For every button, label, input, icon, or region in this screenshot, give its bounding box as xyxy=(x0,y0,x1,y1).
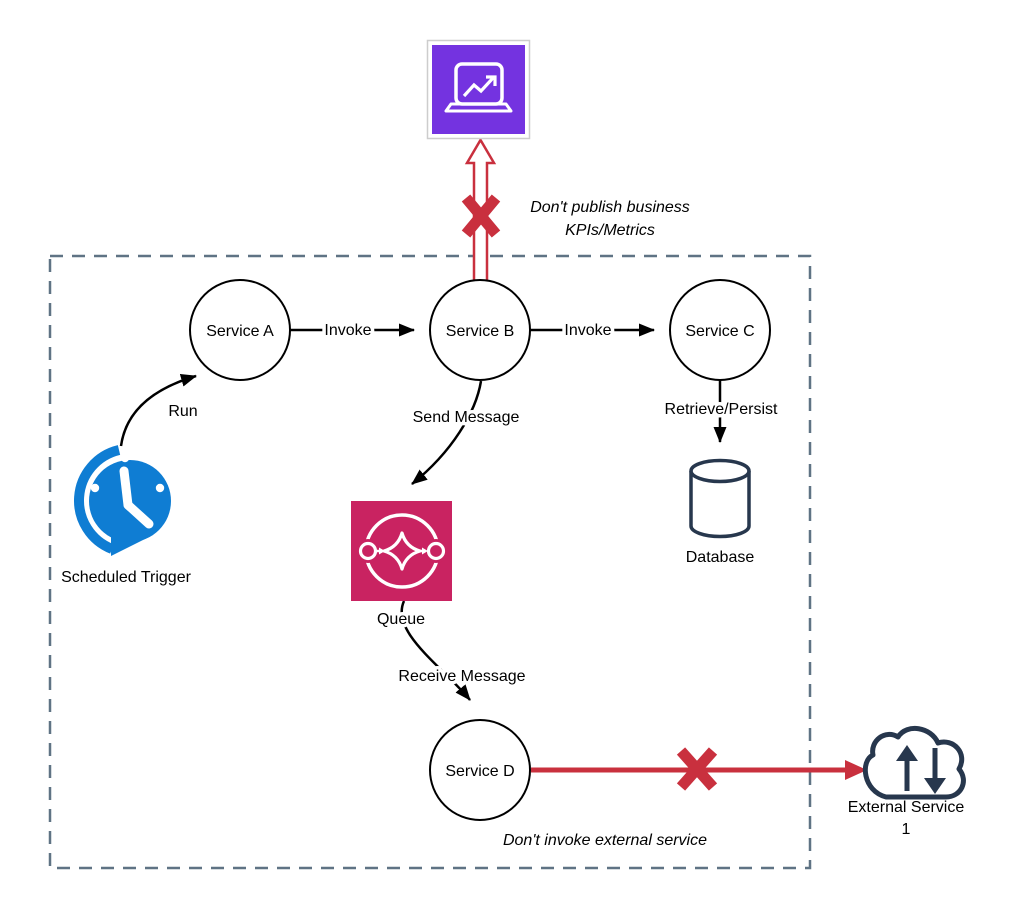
clock-schedule-icon xyxy=(74,445,171,556)
external-service-number: 1 xyxy=(902,821,911,838)
node-service-c xyxy=(669,279,771,381)
queue-label: Queue xyxy=(377,611,425,628)
dont-publish-annotation-line1: Don't publish business xyxy=(530,199,690,216)
laptop-metrics-icon xyxy=(426,39,531,140)
send-message-label: Send Message xyxy=(413,409,520,426)
invoke-b-c-label: Invoke xyxy=(564,322,611,339)
forbidden-x-icon xyxy=(461,194,501,238)
scheduled-trigger-label: Scheduled Trigger xyxy=(61,569,192,586)
edge-receive-message xyxy=(400,600,471,701)
system-boundary-box xyxy=(48,254,812,870)
forbidden-x-icon xyxy=(676,747,718,791)
service-d-label: Service D xyxy=(445,763,514,780)
cloud-upload-download-icon xyxy=(862,726,966,800)
dont-publish-annotation-line2: KPIs/Metrics xyxy=(565,222,655,239)
receive-message-label: Receive Message xyxy=(398,668,525,685)
edge-run xyxy=(119,374,197,447)
database-label: Database xyxy=(686,549,755,566)
service-a-label: Service A xyxy=(206,323,274,340)
service-b-label: Service B xyxy=(446,323,514,340)
retrieve-persist-label: Retrieve/Persist xyxy=(665,401,778,418)
dont-invoke-annotation: Don't invoke external service xyxy=(503,832,707,849)
invoke-a-b-label: Invoke xyxy=(324,322,371,339)
service-c-label: Service C xyxy=(685,323,754,340)
external-service-label: External Service xyxy=(848,799,965,816)
forbidden-invoke-arrow xyxy=(531,760,867,780)
run-label: Run xyxy=(168,403,197,420)
sqs-queue-icon xyxy=(351,501,452,601)
node-service-b xyxy=(429,279,531,381)
database-cylinder-icon xyxy=(689,458,751,539)
node-service-d xyxy=(429,719,531,821)
edge-send-message xyxy=(411,380,483,485)
node-service-a xyxy=(189,279,291,381)
